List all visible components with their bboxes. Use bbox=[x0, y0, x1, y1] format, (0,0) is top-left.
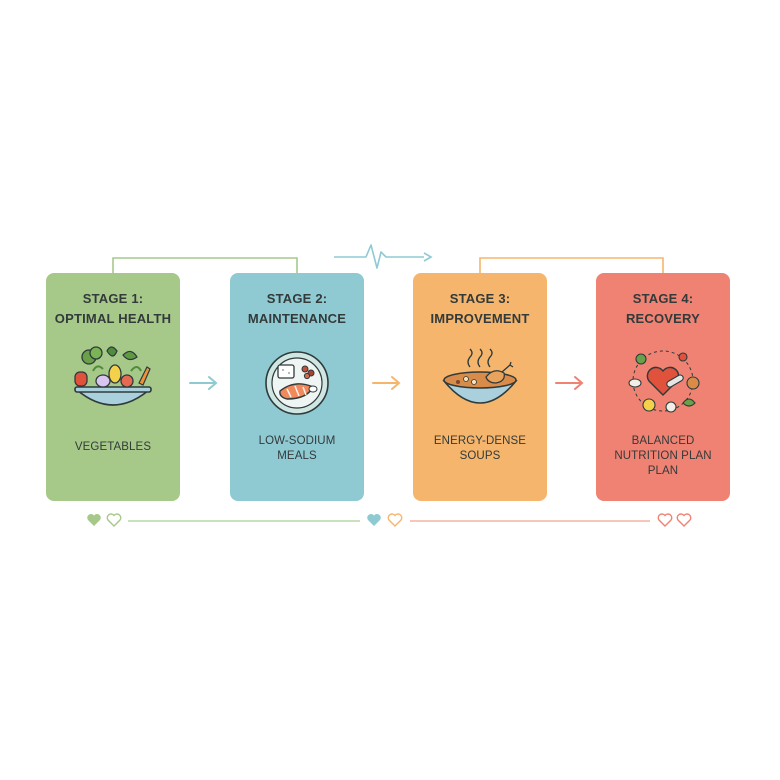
stage-title: STAGE 3: IMPROVEMENT bbox=[413, 289, 547, 329]
heart-icon-2 bbox=[106, 513, 122, 527]
top-bracket-left bbox=[112, 257, 298, 273]
salmon-plate-icon bbox=[265, 351, 329, 415]
stage-title: STAGE 4: RECOVERY bbox=[596, 289, 730, 329]
stage-card-1: STAGE 1: OPTIMAL HEALTH VEGETABLES bbox=[46, 273, 180, 501]
stage-title: STAGE 2: MAINTENANCE bbox=[230, 289, 364, 329]
stage-caption: BALANCED NUTRITION PLAN PLAN bbox=[614, 435, 712, 477]
stage-caption: VEGETABLES bbox=[74, 441, 152, 453]
stage-number: STAGE 4: bbox=[632, 291, 694, 306]
stage-card-2: STAGE 2: MAINTENANCE LOW-SODIUM MEALS bbox=[230, 273, 364, 501]
stage-name: OPTIMAL HEALTH bbox=[54, 311, 172, 326]
stage-title: STAGE 1: OPTIMAL HEALTH bbox=[46, 289, 180, 329]
vegetable-bowl-icon bbox=[74, 346, 152, 406]
heart-icon-4 bbox=[387, 513, 403, 527]
heartbeat-icon bbox=[334, 244, 433, 269]
stage-caption: LOW-SODIUM MEALS bbox=[258, 435, 336, 462]
heart-nutrition-cycle-icon bbox=[628, 350, 700, 413]
heart-icon-5 bbox=[657, 513, 673, 527]
heart-icon-1 bbox=[87, 514, 101, 526]
soup-bowl-icon bbox=[442, 348, 518, 404]
stage-number: STAGE 3: bbox=[449, 291, 511, 306]
arrow-right-icon-3 bbox=[555, 376, 584, 390]
stage-number: STAGE 1: bbox=[82, 291, 144, 306]
stage-card-4: STAGE 4: RECOVERY BALANCED NUTRITION PLA… bbox=[596, 273, 730, 501]
stage-caption: ENERGY-DENSE SOUPS bbox=[433, 435, 527, 462]
stage-number: STAGE 2: bbox=[266, 291, 328, 306]
arrow-right-icon-1 bbox=[189, 376, 218, 390]
heart-icon-6 bbox=[676, 513, 692, 527]
heart-icon-3 bbox=[367, 514, 381, 526]
stage-name: IMPROVEMENT bbox=[430, 311, 530, 326]
stage-card-3: STAGE 3: IMPROVEMENT ENERGY-DENSE SOUPS bbox=[413, 273, 547, 501]
arrow-right-icon-2 bbox=[372, 376, 401, 390]
stage-name: RECOVERY bbox=[625, 311, 701, 326]
top-bracket-right bbox=[479, 257, 664, 273]
stage-name: MAINTENANCE bbox=[247, 311, 347, 326]
